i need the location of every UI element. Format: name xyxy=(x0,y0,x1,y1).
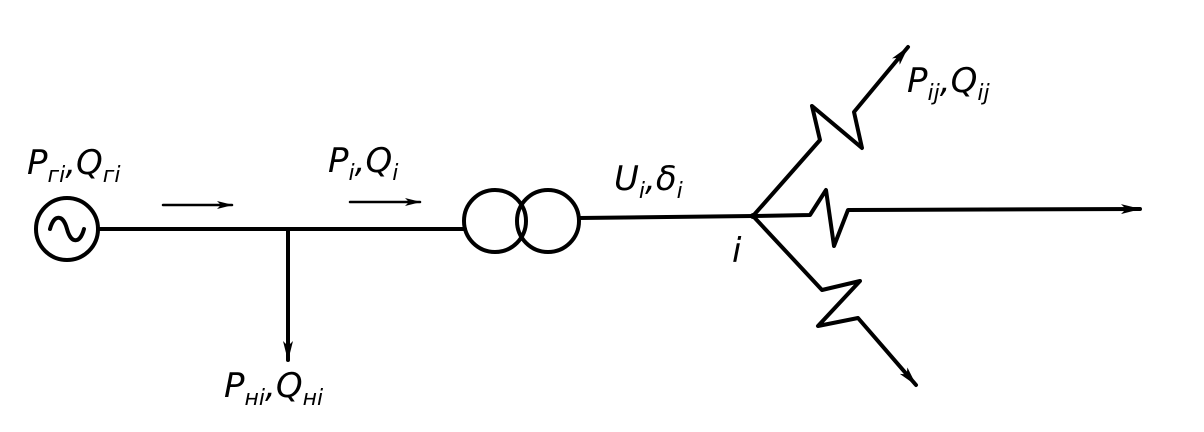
branch-middle xyxy=(751,188,1142,248)
branch-lower xyxy=(751,214,918,387)
branch-power-label: Pij,Qij xyxy=(907,61,990,106)
generator xyxy=(34,196,100,262)
generator-power-label: Pгi,Qгi xyxy=(27,143,120,188)
sine-wave-icon xyxy=(48,215,86,243)
line-power-label: Pi,Qi xyxy=(328,141,398,186)
load-power-label: Pнi,Qнi xyxy=(224,366,323,411)
line-to-node xyxy=(577,214,755,220)
node-voltage-label: Ui,δi xyxy=(614,159,683,204)
transformer xyxy=(462,188,581,254)
node-label: i xyxy=(732,231,742,271)
branch-upper xyxy=(751,45,910,218)
